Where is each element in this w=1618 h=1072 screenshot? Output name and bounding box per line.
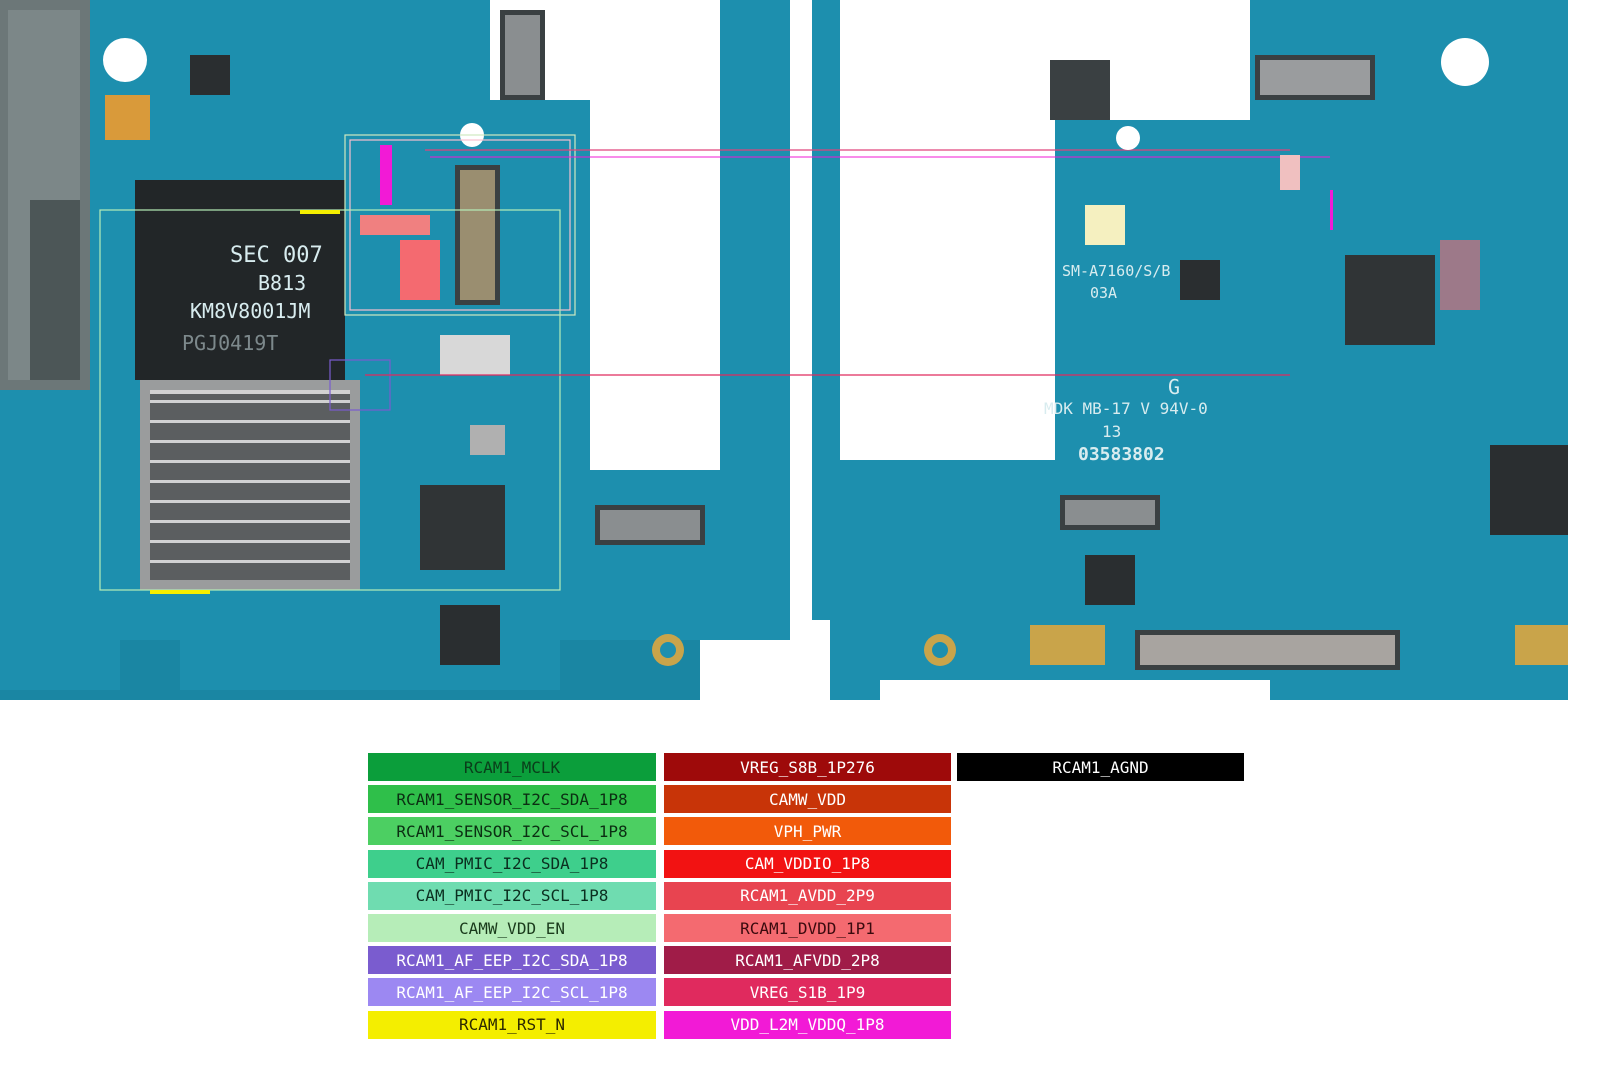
brand-logo-mark: G	[1168, 375, 1180, 399]
ram-text-2: B813	[258, 271, 306, 295]
legend-item-rcam1-mclk: RCAM1_MCLK	[368, 753, 656, 781]
legend-item-rcam1-agnd: RCAM1_AGND	[957, 753, 1244, 781]
rev-text: 03A	[1090, 284, 1117, 302]
legend-item-cam-vddio-1p8: CAM_VDDIO_1P8	[664, 849, 951, 878]
legend-item-camw-vdd-en: CAMW_VDD_EN	[368, 914, 656, 942]
legend-item-rcam1-avdd-2p9: RCAM1_AVDD_2P9	[664, 881, 951, 910]
cert-text: MDK MB-17 V 94V-0	[1044, 399, 1208, 418]
pmic-bga	[420, 485, 505, 570]
ram-text-4: PGJ0419T	[182, 331, 278, 355]
legend-item-vph-pwr: VPH_PWR	[664, 817, 951, 846]
legend-item-rcam1-af-eep-i2c-scl-1p8: RCAM1_AF_EEP_I2C_SCL_1P8	[368, 978, 656, 1007]
legend-item-cam-pmic-i2c-scl-1p8: CAM_PMIC_I2C_SCL_1P8	[368, 881, 656, 910]
model-text: SM-A7160/S/B	[1062, 262, 1170, 280]
camera-circuit-diagram: SEC 007 B813 KM8V8001JM PGJ0419T	[0, 0, 1568, 1039]
ram-text-3: KM8V8001JM	[190, 299, 310, 323]
legend-item-vreg-s8b-1p276: VREG_S8B_1P276	[664, 753, 951, 781]
pcb-board-view: SEC 007 B813 KM8V8001JM PGJ0419T	[0, 0, 1568, 700]
legend-item-rcam1-sensor-i2c-sda-1p8: RCAM1_SENSOR_I2C_SDA_1P8	[368, 785, 656, 814]
legend-item-rcam1-rst-n: RCAM1_RST_N	[368, 1010, 656, 1039]
cert-number-text: 13	[1102, 422, 1121, 441]
serial-text: 03583802	[1078, 444, 1165, 465]
legend-item-rcam1-dvdd-1p1: RCAM1_DVDD_1P1	[664, 914, 951, 942]
ram-text-1: SEC 007	[230, 243, 323, 268]
legend-item-camw-vdd: CAMW_VDD	[664, 785, 951, 814]
legend-item-vdd-l2m-vddq-1p8: VDD_L2M_VDDQ_1P8	[664, 1010, 951, 1039]
legend-item-rcam1-af-eep-i2c-sda-1p8: RCAM1_AF_EEP_I2C_SDA_1P8	[368, 946, 656, 975]
legend-item-vreg-s1b-1p9: VREG_S1B_1P9	[664, 978, 951, 1007]
legend-item-cam-pmic-i2c-sda-1p8: CAM_PMIC_I2C_SDA_1P8	[368, 849, 656, 878]
legend-item-rcam1-sensor-i2c-scl-1p8: RCAM1_SENSOR_I2C_SCL_1P8	[368, 817, 656, 846]
legend-item-rcam1-afvdd-2p8: RCAM1_AFVDD_2P8	[664, 946, 951, 975]
